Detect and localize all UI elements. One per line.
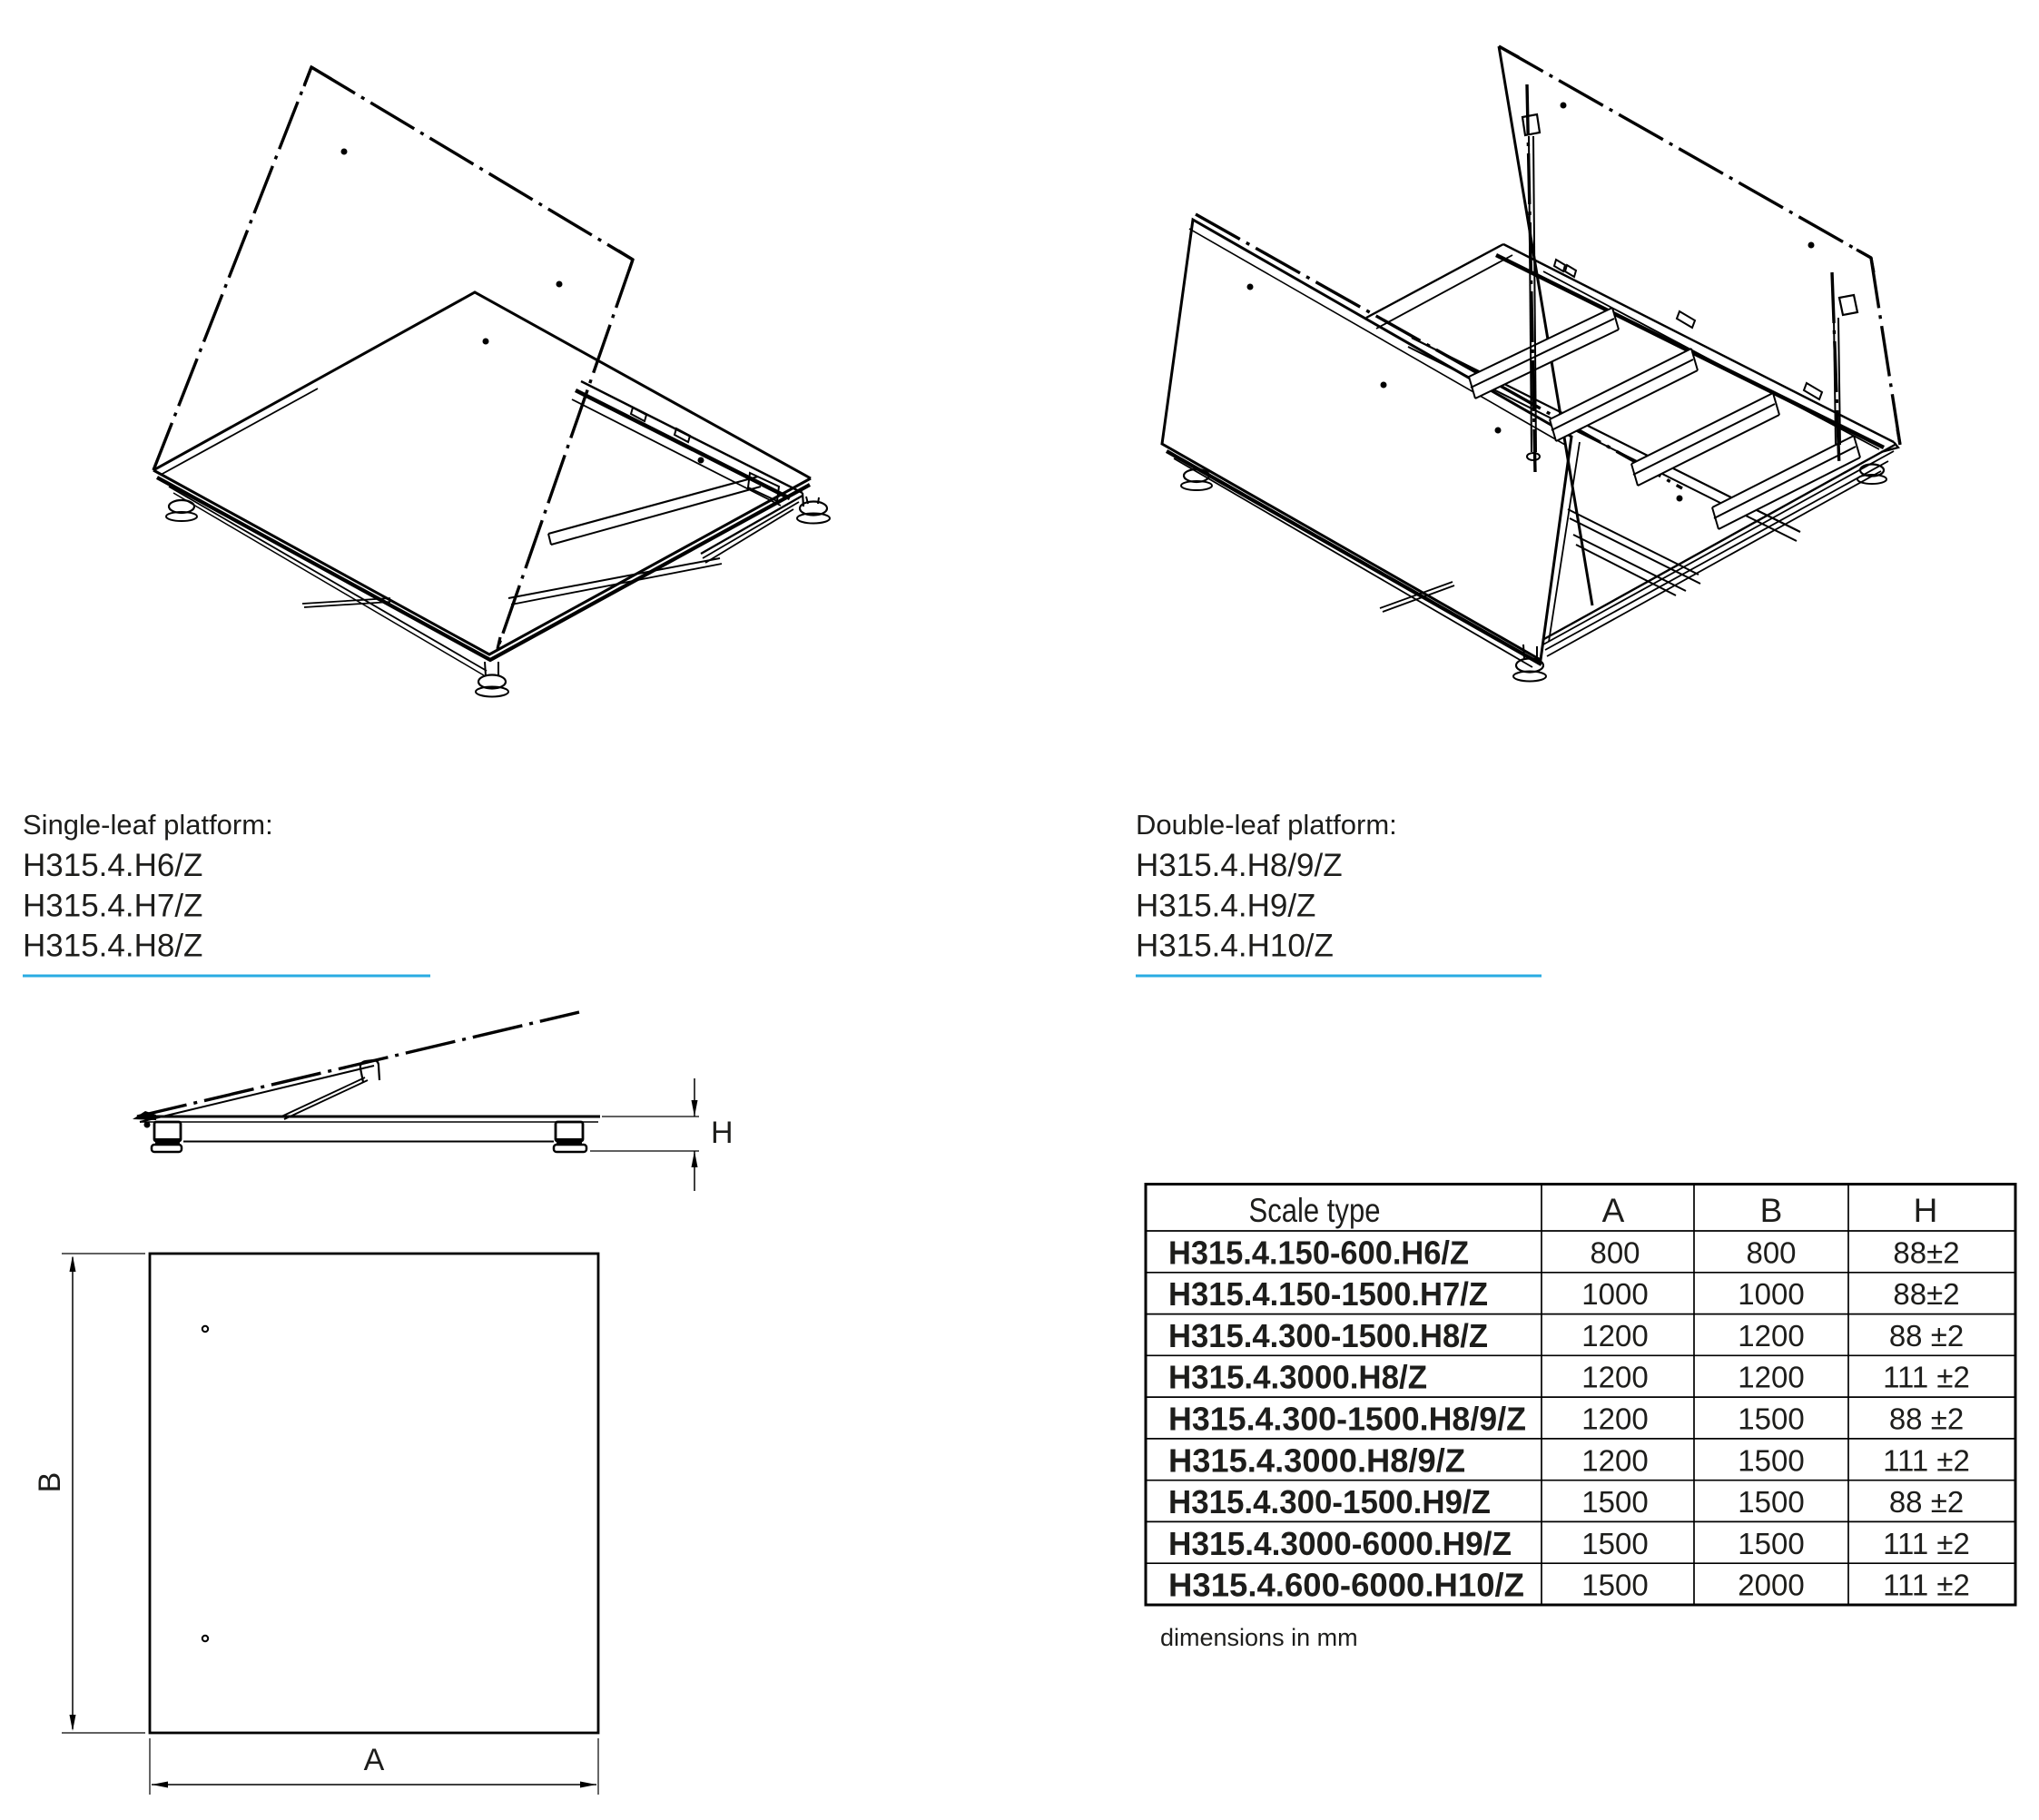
svg-text:1000: 1000 xyxy=(1581,1277,1648,1311)
svg-text:1200: 1200 xyxy=(1581,1319,1648,1353)
svg-text:1500: 1500 xyxy=(1581,1569,1648,1602)
svg-text:H315.4.150-600.H6/Z: H315.4.150-600.H6/Z xyxy=(1168,1234,1469,1271)
svg-text:H315.4.300-1500.H8/9/Z: H315.4.300-1500.H8/9/Z xyxy=(1168,1401,1526,1438)
svg-text:H315.4.H6/Z: H315.4.H6/Z xyxy=(23,848,202,883)
svg-text:1200: 1200 xyxy=(1738,1319,1804,1353)
svg-text:H315.4.H10/Z: H315.4.H10/Z xyxy=(1136,929,1334,964)
svg-text:B: B xyxy=(1760,1192,1783,1229)
svg-text:dimensions in mm: dimensions in mm xyxy=(1160,1624,1358,1651)
svg-text:1500: 1500 xyxy=(1738,1485,1804,1519)
svg-text:111 ±2: 111 ±2 xyxy=(1883,1361,1970,1394)
svg-text:H315.4.600-6000.H10/Z: H315.4.600-6000.H10/Z xyxy=(1168,1567,1524,1604)
svg-text:88±2: 88±2 xyxy=(1893,1277,1959,1311)
svg-text:88±2: 88±2 xyxy=(1893,1235,1959,1269)
svg-text:1500: 1500 xyxy=(1738,1402,1804,1436)
svg-text:1000: 1000 xyxy=(1738,1277,1804,1311)
svg-text:H315.4.H7/Z: H315.4.H7/Z xyxy=(23,889,202,924)
svg-text:A: A xyxy=(364,1743,385,1777)
svg-text:1200: 1200 xyxy=(1581,1443,1648,1477)
svg-text:800: 800 xyxy=(1590,1235,1640,1269)
svg-text:H315.4.3000-6000.H9/Z: H315.4.3000-6000.H9/Z xyxy=(1168,1525,1512,1562)
svg-text:88 ±2: 88 ±2 xyxy=(1889,1485,1964,1519)
svg-text:111 ±2: 111 ±2 xyxy=(1883,1527,1970,1560)
svg-text:H315.4.300-1500.H8/Z: H315.4.300-1500.H8/Z xyxy=(1168,1317,1488,1354)
svg-text:H315.4.150-1500.H7/Z: H315.4.150-1500.H7/Z xyxy=(1168,1275,1488,1313)
svg-text:H: H xyxy=(711,1116,734,1150)
svg-text:B: B xyxy=(33,1472,67,1493)
svg-text:88 ±2: 88 ±2 xyxy=(1889,1402,1964,1436)
svg-text:H: H xyxy=(1914,1192,1938,1229)
svg-text:H315.4.3000.H8/Z: H315.4.3000.H8/Z xyxy=(1168,1359,1427,1396)
svg-text:1500: 1500 xyxy=(1581,1527,1648,1560)
svg-text:H315.4.H8/9/Z: H315.4.H8/9/Z xyxy=(1136,848,1343,883)
svg-text:1200: 1200 xyxy=(1581,1361,1648,1394)
svg-text:1200: 1200 xyxy=(1581,1402,1648,1436)
svg-text:800: 800 xyxy=(1746,1235,1796,1269)
svg-text:A: A xyxy=(1602,1192,1625,1229)
svg-text:1500: 1500 xyxy=(1738,1527,1804,1560)
svg-text:111 ±2: 111 ±2 xyxy=(1883,1443,1970,1477)
svg-text:Scale type: Scale type xyxy=(1249,1192,1381,1229)
svg-text:111 ±2: 111 ±2 xyxy=(1883,1569,1970,1602)
svg-text:Double-leaf platform:: Double-leaf platform: xyxy=(1136,809,1397,841)
svg-text:H315.4.H8/Z: H315.4.H8/Z xyxy=(23,929,202,964)
svg-text:2000: 2000 xyxy=(1738,1569,1804,1602)
svg-text:H315.4.H9/Z: H315.4.H9/Z xyxy=(1136,889,1315,924)
svg-text:88 ±2: 88 ±2 xyxy=(1889,1319,1964,1353)
svg-text:1500: 1500 xyxy=(1581,1485,1648,1519)
svg-text:H315.4.300-1500.H9/Z: H315.4.300-1500.H9/Z xyxy=(1168,1483,1491,1520)
svg-text:1200: 1200 xyxy=(1738,1361,1804,1394)
svg-text:H315.4.3000.H8/9/Z: H315.4.3000.H8/9/Z xyxy=(1168,1441,1465,1479)
svg-text:1500: 1500 xyxy=(1738,1443,1804,1477)
svg-text:Single-leaf platform:: Single-leaf platform: xyxy=(23,809,273,841)
